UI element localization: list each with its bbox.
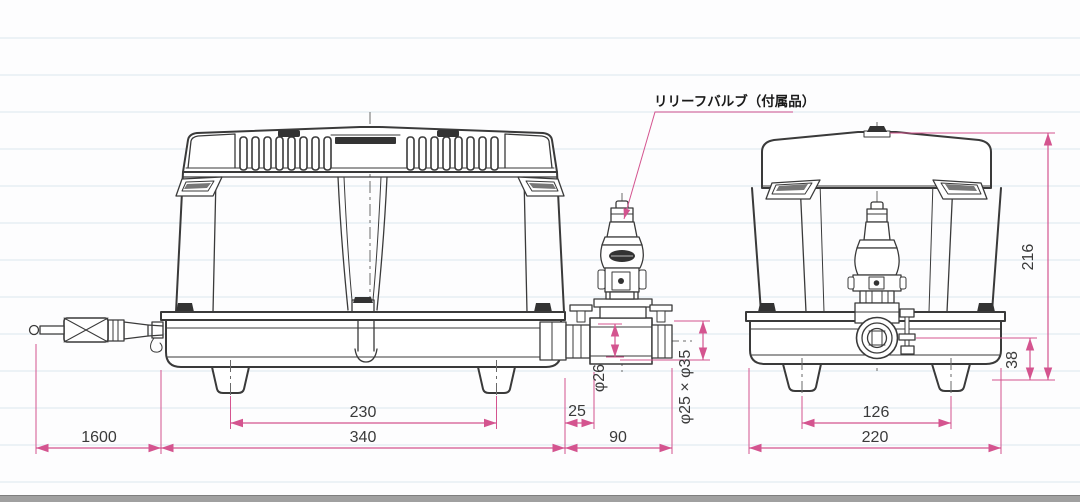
side-top-cover: [761, 126, 992, 200]
dimension-overall-height: 216: [1020, 133, 1053, 380]
dim-text-340: 340: [350, 429, 377, 446]
front-vent-slots-left: [239, 136, 332, 171]
power-cord: [28, 317, 164, 343]
relief-valve-callout: リリーフバルブ（付属品）: [623, 93, 815, 220]
dim-text-90: 90: [609, 429, 627, 446]
dim-text-38: 38: [1004, 351, 1021, 369]
t-pipe-fitting: [565, 298, 673, 365]
hose-clamp-bolt-left: [569, 304, 593, 323]
front-right-louver: [517, 176, 565, 197]
dimension-outlet-length: 90: [565, 429, 672, 453]
front-top-cover: [182, 126, 558, 173]
side-view: [745, 122, 1006, 398]
power-plug: [28, 317, 109, 343]
relief-valve-side: [847, 201, 907, 324]
dimension-pipe-diameters: φ25 × φ35: [677, 321, 708, 425]
side-left-louver: [765, 179, 821, 200]
pump-outlet-stub: [539, 321, 567, 361]
dim-text-126: 126: [863, 404, 890, 421]
dimensions: 230 340 1600 25 90 φ26 φ25 × φ35 126: [35, 132, 1055, 454]
front-base: [150, 303, 566, 400]
front-foot-left: [211, 366, 250, 394]
dimension-side-overall-depth: 220: [749, 429, 1001, 453]
dim-text-230: 230: [350, 404, 377, 421]
hose-clamp-bolt-right: [649, 304, 673, 323]
front-pump-body: [175, 171, 565, 314]
callout-leader-line: [623, 111, 793, 220]
cover-clip-left: [278, 130, 300, 137]
side-pump-body: [751, 181, 1002, 313]
dimension-outlet-height: 38: [1004, 338, 1035, 380]
dimension-pipe-bore: φ26: [591, 324, 620, 392]
dimension-outlet-gap: 25: [565, 403, 594, 428]
side-foot-left: [782, 363, 822, 392]
cover-clip-right: [437, 130, 459, 137]
dimension-front-feet-pitch: 230: [230, 404, 497, 428]
dim-text-1600: 1600: [81, 429, 117, 446]
front-foot-right: [477, 366, 516, 394]
front-left-louver: [175, 176, 223, 197]
dim-text-25: 25: [568, 403, 586, 420]
front-view: [28, 112, 566, 400]
side-top-cap: [867, 126, 887, 132]
dim-text-phi26: φ26: [591, 364, 608, 392]
side-foot-right: [931, 363, 971, 392]
dim-text-phi25x35: φ25 × φ35: [677, 350, 694, 425]
dimension-side-feet-pitch: 126: [802, 404, 951, 428]
dimension-cord-length: 1600: [36, 429, 161, 453]
cover-handle-recess: [335, 137, 396, 144]
relief-valve-label: リリーフバルブ（付属品）: [654, 93, 815, 109]
relief-valve-assembly-front: [539, 193, 692, 372]
background-guide-lines: [0, 37, 1080, 483]
outlet-port-circles: [855, 316, 899, 360]
outlet-clamp-bolt: [898, 308, 916, 356]
side-right-louver: [932, 179, 988, 200]
bottom-scan-bar: [0, 495, 1080, 502]
dim-text-220: 220: [862, 429, 889, 446]
relief-valve-front: [597, 200, 647, 300]
dimension-front-overall-width: 340: [161, 429, 565, 453]
dim-text-216: 216: [1020, 244, 1037, 271]
front-vent-slots-right: [406, 136, 499, 171]
